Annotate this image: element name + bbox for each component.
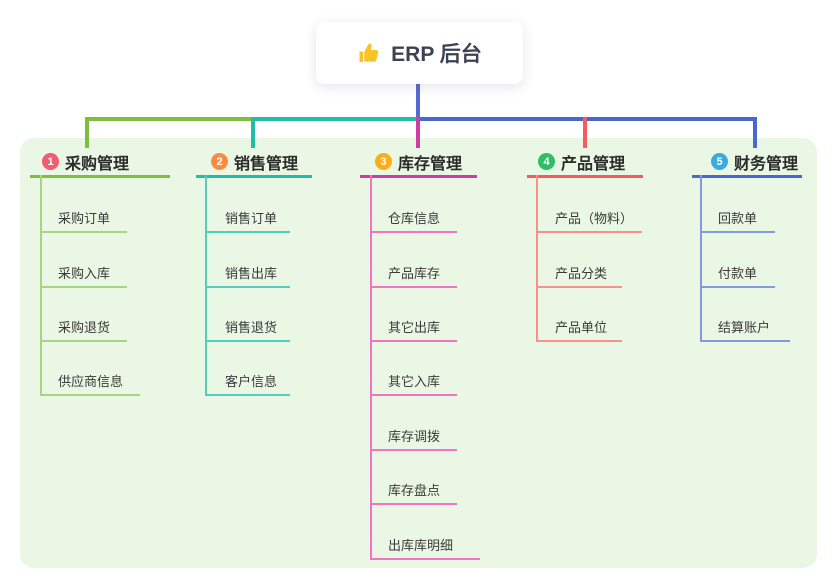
branch-item[interactable]: 销售退货 [205,312,290,342]
branch-item[interactable]: 客户信息 [205,366,290,396]
item-label: 采购退货 [58,320,111,335]
branch-child-connector [370,175,372,560]
branch-label: 库存管理 [398,155,463,173]
branch-item[interactable]: 采购订单 [40,203,127,233]
branch-badge: 3 [375,153,392,170]
connector-bus-green [85,117,253,121]
branch-item[interactable]: 库存盘点 [370,475,457,505]
item-label: 采购入库 [58,266,111,281]
item-label: 其它入库 [388,374,441,389]
branch-badge: 2 [211,153,228,170]
branch-underline [360,175,477,178]
item-label: 产品（物料） [555,211,634,226]
branch-item[interactable]: 仓库信息 [370,203,457,233]
branch-badge: 1 [42,153,59,170]
branch-products: 4 产品管理 产品（物料） 产品分类 产品单位 [527,148,643,342]
branch-header[interactable]: 4 产品管理 [527,148,643,175]
branch-inventory: 3 库存管理 仓库信息 产品库存 其它出库 其它入库 库存调拨 库存盘点 出库库… [360,148,480,560]
branch-item[interactable]: 产品单位 [536,312,622,342]
branch-item[interactable]: 回款单 [700,203,775,233]
branch-item[interactable]: 其它出库 [370,312,457,342]
branch-badge: 5 [711,153,728,170]
branch-underline [527,175,643,178]
branch-label: 财务管理 [734,155,799,173]
item-label: 供应商信息 [58,374,124,389]
branch-child-connector [700,175,702,342]
branch-header[interactable]: 5 财务管理 [692,148,802,175]
branch-header[interactable]: 1 采购管理 [30,148,170,175]
item-label: 库存调拨 [388,429,441,444]
connector-root [416,84,420,121]
branch-underline [692,175,802,178]
mindmap-panel [20,138,817,568]
branch-label: 采购管理 [65,155,130,173]
branch-item[interactable]: 采购退货 [40,312,127,342]
root-node[interactable]: ERP 后台 [316,22,523,84]
item-label: 产品分类 [555,266,608,281]
branch-child-connector [536,175,538,342]
branch-finance: 5 财务管理 回款单 付款单 结算账户 [692,148,802,342]
item-label: 出库库明细 [388,538,454,553]
item-label: 客户信息 [225,374,278,389]
item-label: 其它出库 [388,320,441,335]
branch-header[interactable]: 2 销售管理 [196,148,312,175]
branch-item[interactable]: 其它入库 [370,366,457,396]
branch-sales: 2 销售管理 销售订单 销售出库 销售退货 客户信息 [196,148,312,396]
branch-item[interactable]: 出库库明细 [370,530,480,560]
connector-bus-teal [253,117,416,121]
branch-child-connector [205,175,207,396]
item-label: 销售订单 [225,211,278,226]
branch-item[interactable]: 销售出库 [205,258,290,288]
root-label: ERP 后台 [391,43,482,66]
branch-item[interactable]: 产品库存 [370,258,457,288]
branch-item[interactable]: 结算账户 [700,312,790,342]
branch-purchasing: 1 采购管理 采购订单 采购入库 采购退货 供应商信息 [30,148,170,396]
branch-item[interactable]: 供应商信息 [40,366,140,396]
item-label: 产品单位 [555,320,608,335]
connector-drop-branch2 [251,117,255,148]
branch-label: 产品管理 [561,155,626,173]
connector-drop-branch1 [85,117,89,148]
branch-item[interactable]: 产品（物料） [536,203,642,233]
connector-drop-branch5 [753,117,757,148]
item-label: 销售出库 [225,266,278,281]
branch-badge: 4 [538,153,555,170]
item-label: 采购订单 [58,211,111,226]
branch-item[interactable]: 付款单 [700,258,775,288]
connector-drop-branch4 [583,117,587,148]
thumbs-up-icon [359,43,379,62]
branch-label: 销售管理 [234,155,299,173]
item-label: 付款单 [718,266,758,281]
item-label: 库存盘点 [388,483,441,498]
item-label: 回款单 [718,211,758,226]
branch-item[interactable]: 库存调拨 [370,421,457,451]
connector-drop-branch3 [416,117,420,148]
item-label: 仓库信息 [388,211,441,226]
item-label: 销售退货 [225,320,278,335]
branch-item[interactable]: 采购入库 [40,258,127,288]
branch-underline [196,175,312,178]
branch-item[interactable]: 产品分类 [536,258,622,288]
item-label: 结算账户 [718,320,771,335]
branch-item[interactable]: 销售订单 [205,203,290,233]
branch-child-connector [40,175,42,396]
branch-underline [30,175,170,178]
branch-header[interactable]: 3 库存管理 [360,148,477,175]
item-label: 产品库存 [388,266,441,281]
